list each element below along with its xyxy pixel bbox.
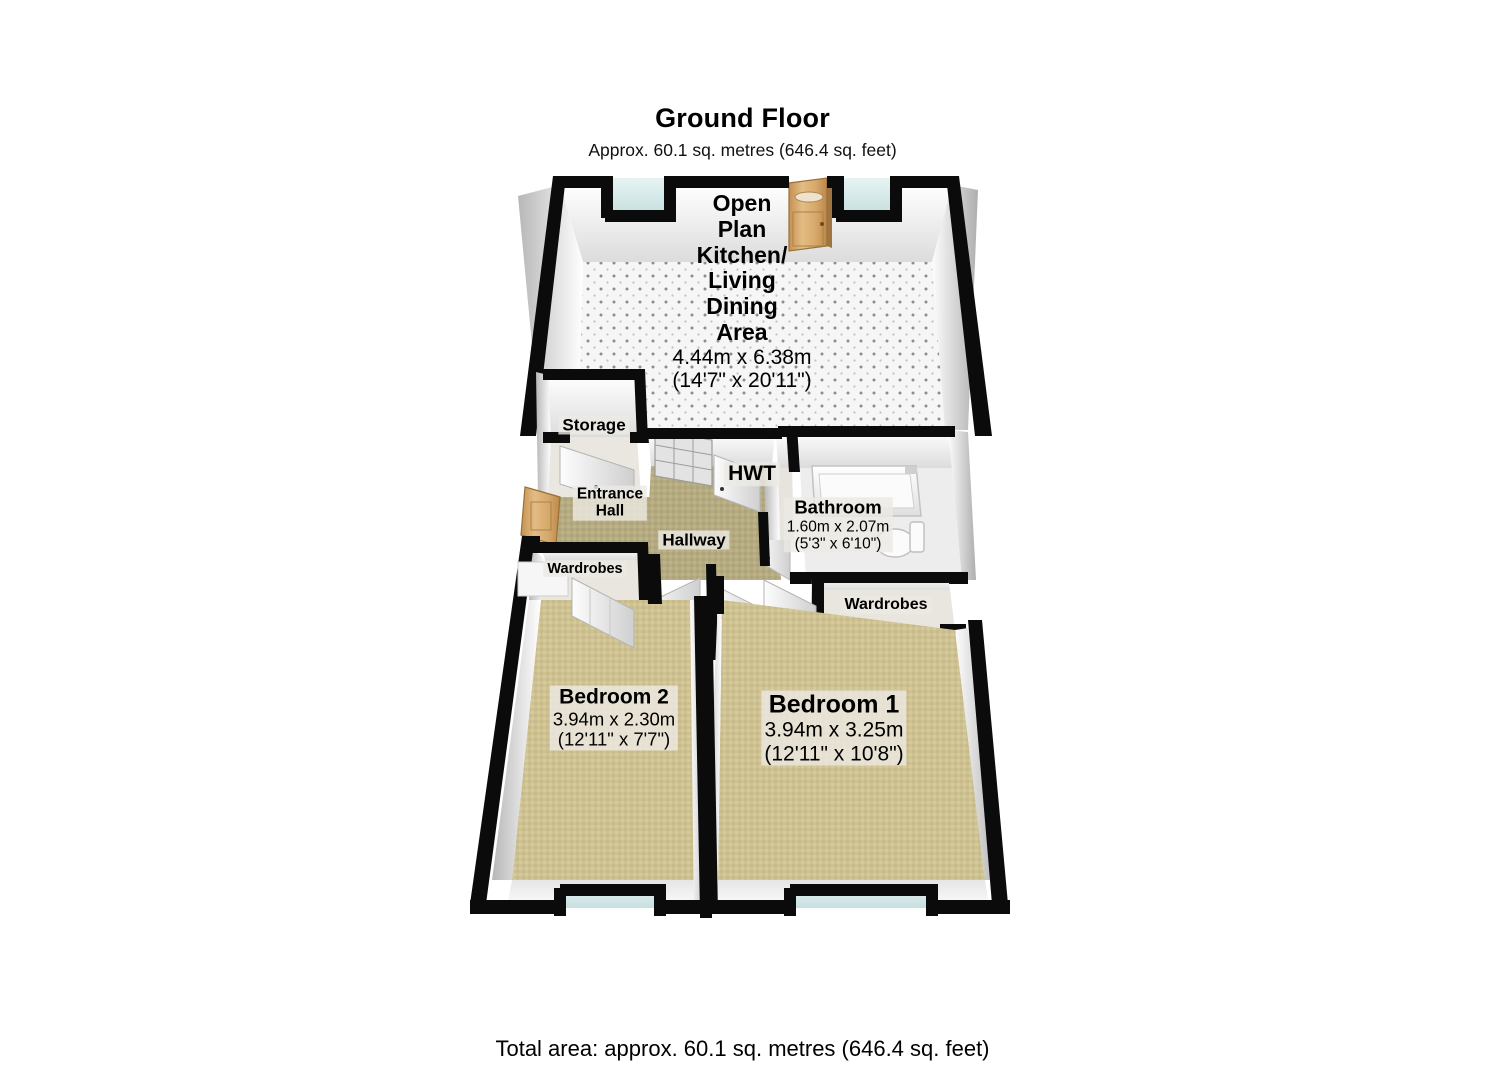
entrance-hall-name-line-2: Hall <box>572 503 648 521</box>
wardrobes-right-name: Wardrobes <box>840 596 932 614</box>
label-hallway[interactable]: Hallway <box>658 530 730 550</box>
window-top-left[interactable] <box>605 178 672 216</box>
label-bedroom-2[interactable]: Bedroom 2 3.94m x 2.30m (12'11" x 7'7") <box>549 685 679 751</box>
open-plan-name-line-5: Dining <box>706 293 778 320</box>
label-bathroom[interactable]: Bathroom 1.60m x 2.07m (5'3" x 6'10") <box>783 497 893 553</box>
label-storage[interactable]: Storage <box>558 415 630 435</box>
bedroom2-dim-imperial: (12'11" x 7'7") <box>549 729 679 751</box>
open-plan-name-line-2: Plan <box>717 215 767 242</box>
outer-wall-outline-bottom <box>470 536 1010 918</box>
open-plan-name-line-4: Living <box>708 267 776 294</box>
bedroom1-name: Bedroom 1 <box>761 690 907 719</box>
plan-header: Ground Floor Approx. 60.1 sq. metres (64… <box>0 103 1485 160</box>
label-open-plan[interactable]: Open Plan Kitchen/ Living Dining Area 4.… <box>669 190 814 393</box>
bedroom2-left-wall <box>492 600 541 880</box>
open-plan-dim-metric: 4.44m x 6.38m <box>672 345 812 369</box>
label-hwt[interactable]: HWT <box>724 462 780 486</box>
open-plan-floor <box>578 262 945 430</box>
bathroom-dim-imperial: (5'3" x 6'10") <box>783 535 893 553</box>
entrance-hall-name-line-1: Entrance <box>572 485 648 503</box>
bedroom1-dim-imperial: (12'11" x 10'8") <box>761 742 907 766</box>
total-area-footer: Total area: approx. 60.1 sq. metres (646… <box>495 1036 990 1061</box>
hwt-name: HWT <box>724 462 780 486</box>
room-bedroom-2[interactable] <box>492 600 710 912</box>
bathroom-name: Bathroom <box>783 497 893 518</box>
hallway-name: Hallway <box>658 530 730 550</box>
bathroom-right-wall <box>948 430 976 580</box>
open-plan-name-line-6: Area <box>716 318 768 345</box>
bedroom2-name: Bedroom 2 <box>549 685 679 710</box>
open-plan-dim-imperial: (14'7" x 20'11") <box>672 369 812 393</box>
page-title: Ground Floor <box>655 103 830 133</box>
open-plan-name-line-1: Open <box>712 190 772 217</box>
label-entrance-hall[interactable]: Entrance Hall <box>572 485 648 521</box>
label-wardrobes-right[interactable]: Wardrobes <box>840 596 932 614</box>
label-wardrobes-left[interactable]: Wardrobes <box>543 560 627 578</box>
storage-name: Storage <box>558 415 630 435</box>
bedroom2-dim-metric: 3.94m x 2.30m <box>549 708 679 730</box>
label-bedroom-1[interactable]: Bedroom 1 3.94m x 3.25m (12'11" x 10'8") <box>761 690 907 766</box>
outer-wall-outline-top <box>520 176 992 436</box>
open-plan-name-line-3: Kitchen/ <box>696 241 788 268</box>
bathroom-dim-metric: 1.60m x 2.07m <box>783 518 893 536</box>
wardrobe-doors-left[interactable] <box>571 577 635 649</box>
bedroom1-dim-metric: 3.94m x 3.25m <box>761 718 907 742</box>
wardrobes-left-name: Wardrobes <box>543 560 627 578</box>
floor-area-subtitle: Approx. 60.1 sq. metres (646.4 sq. feet) <box>588 139 897 160</box>
window-top-right[interactable] <box>836 178 896 216</box>
front-door[interactable] <box>788 177 832 252</box>
storage-walls-outline <box>543 369 650 443</box>
bathroom-back-wall <box>798 430 952 468</box>
room-open-plan-kitchen-living-dining[interactable] <box>518 185 978 430</box>
